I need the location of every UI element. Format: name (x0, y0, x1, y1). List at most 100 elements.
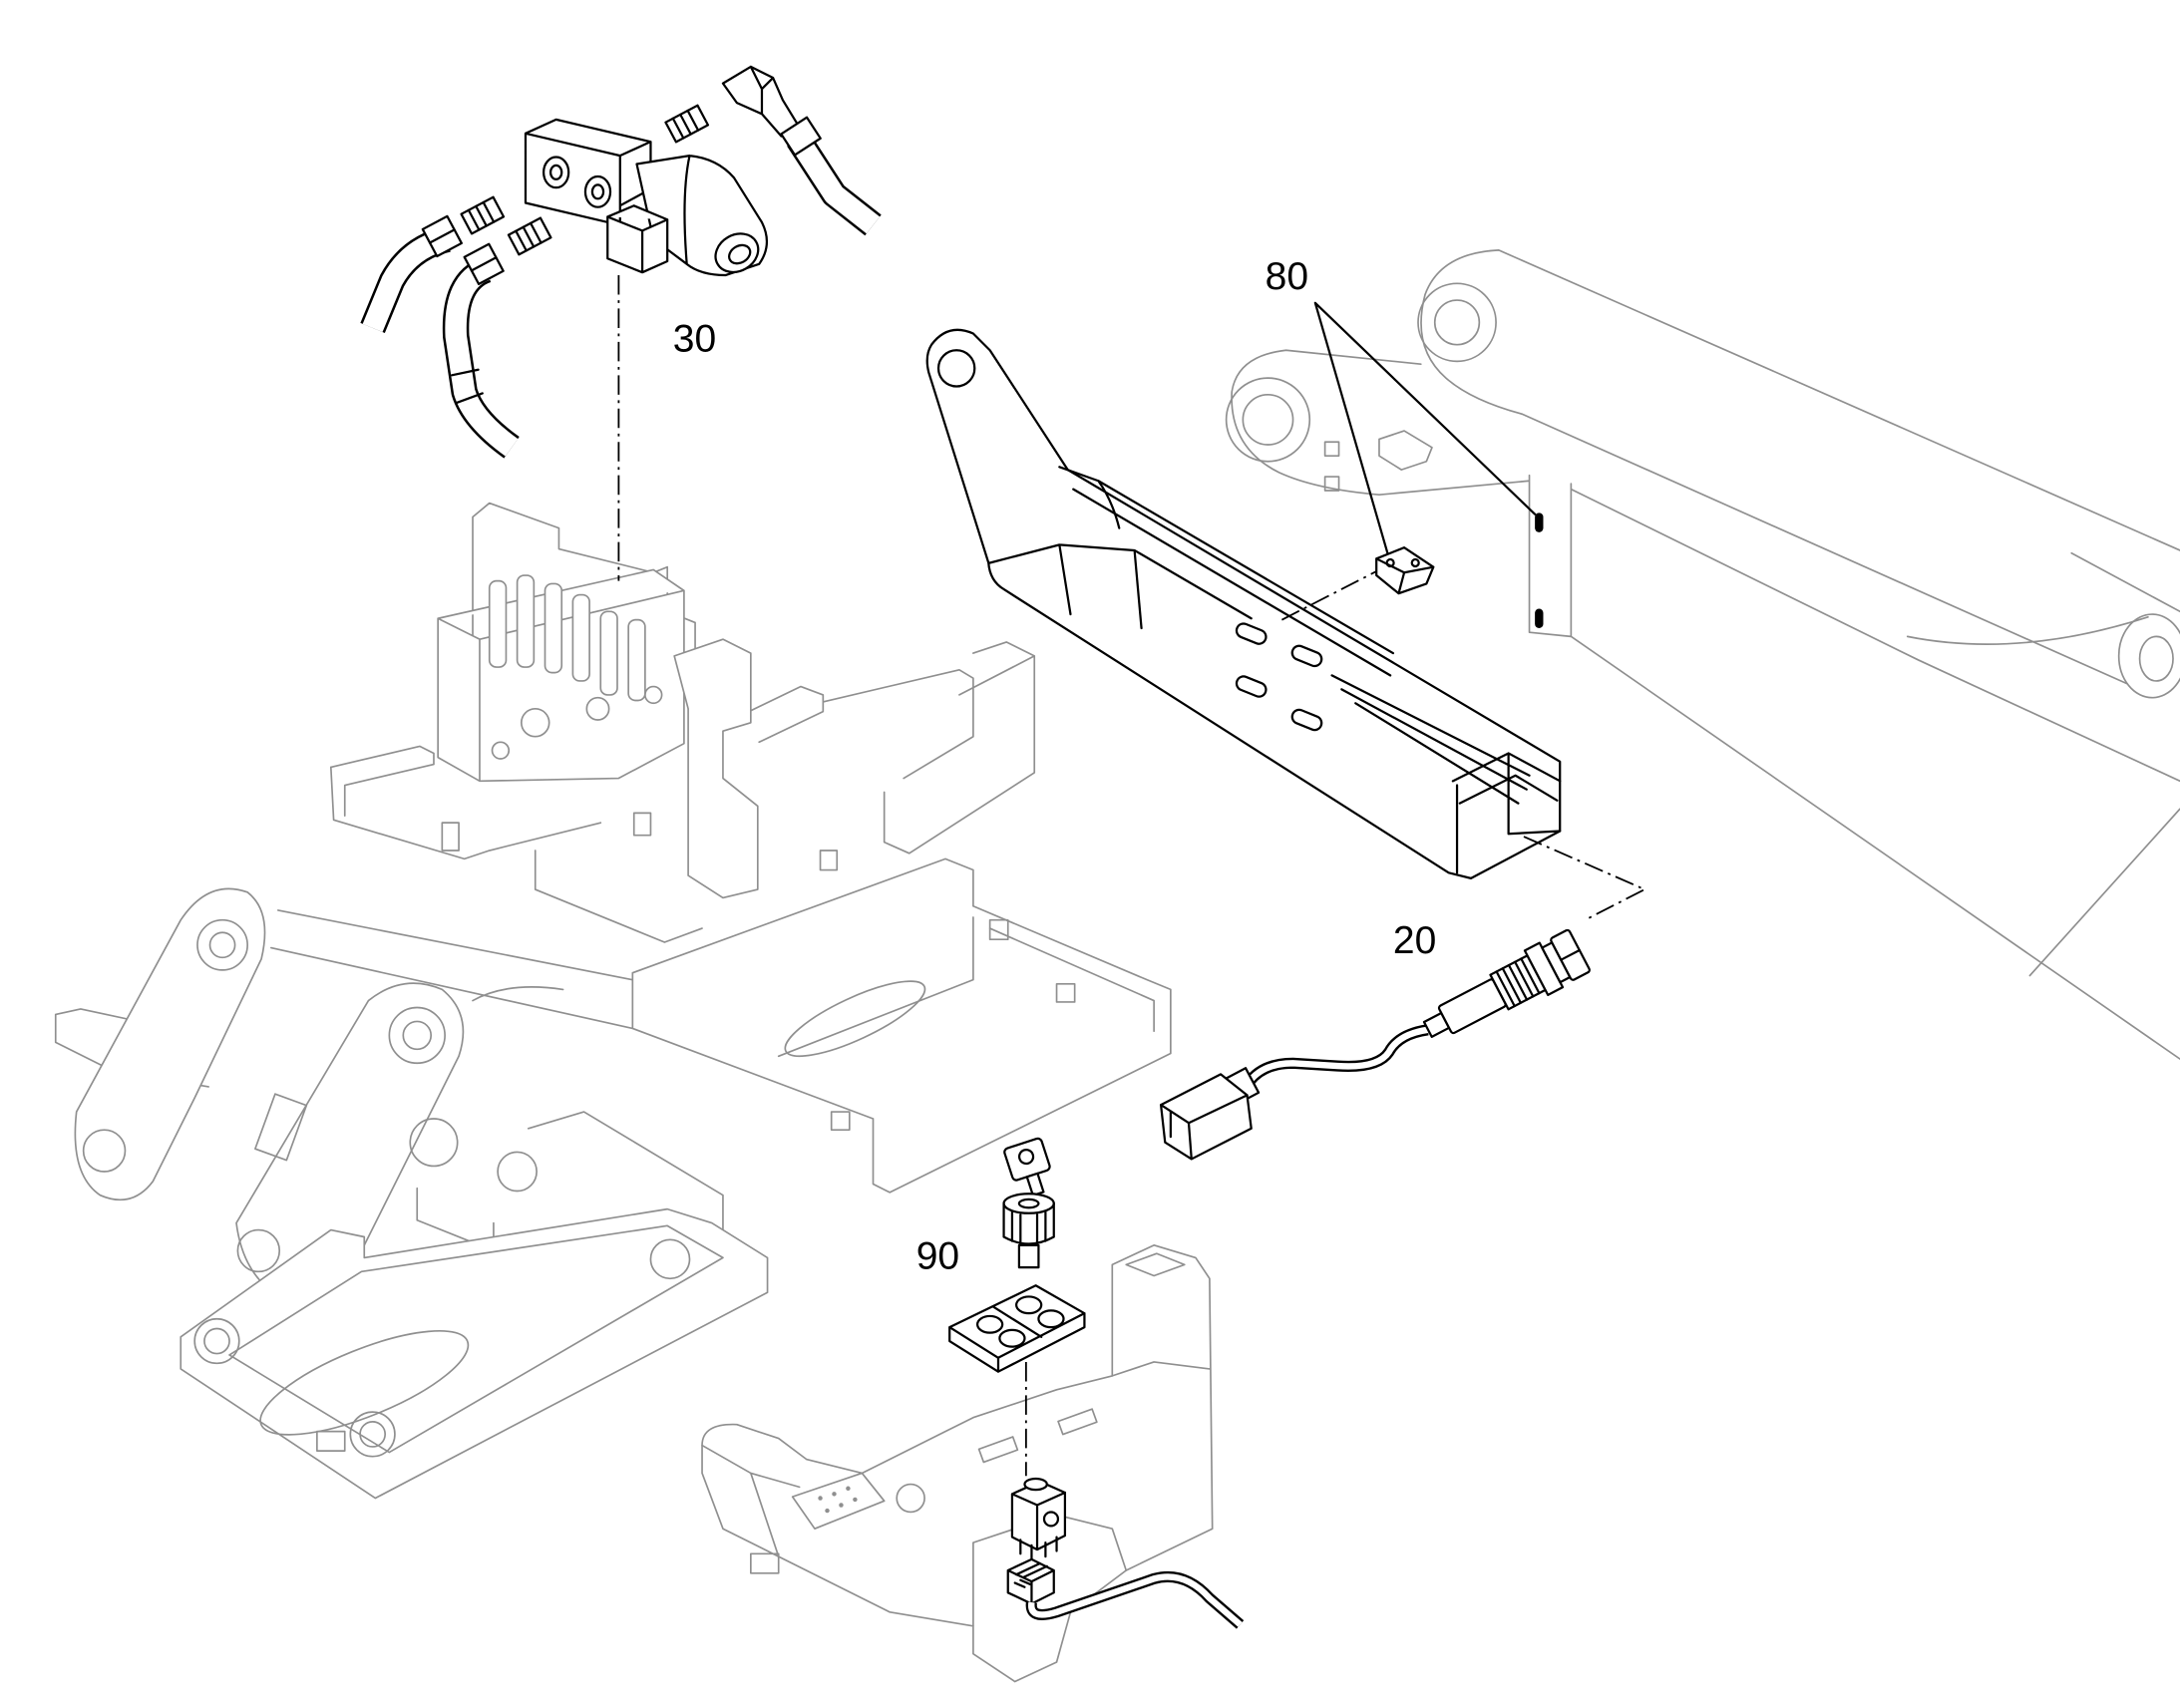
fitting-left-body (460, 195, 506, 235)
key-ring-hole (1017, 1148, 1035, 1166)
bracket-eye (936, 349, 976, 388)
callout-80-leader-lines (1313, 301, 1537, 554)
control-valve-spool-1 (488, 579, 508, 668)
bracket-slot-2 (1290, 644, 1323, 668)
rocker-switch-pins (1019, 1536, 1058, 1560)
bracket-to-sensor-line (1523, 836, 1647, 921)
hose-middle-band (450, 368, 484, 405)
boom-mounted-connector (1378, 430, 1433, 471)
control-valve-spool-4 (571, 593, 590, 682)
key-plate-hole-3 (998, 1328, 1026, 1348)
key-head (1003, 1137, 1051, 1182)
undercarriage-mount-1 (193, 1317, 240, 1365)
hose-middle-nut (463, 242, 505, 286)
fitting-middle-body (507, 216, 552, 256)
callout-20: 20 (1393, 919, 1436, 962)
console-vent-hole (818, 1496, 823, 1501)
frame-middle-body (270, 850, 1172, 1194)
key-mount-plate (948, 1284, 1086, 1373)
frame-tab-3 (988, 918, 1009, 941)
control-valve-body (437, 568, 685, 783)
undercarriage-inner (228, 1224, 724, 1454)
bracket-plate (925, 328, 1562, 880)
valve-port-right (583, 174, 612, 208)
callout-80: 80 (1266, 255, 1308, 298)
harness-cable-inner (1028, 1573, 1243, 1627)
control-valve-port-1 (520, 708, 550, 738)
console-vent-hole (832, 1492, 837, 1497)
boom-front-eye (2117, 613, 2180, 699)
console-vent-hole (846, 1486, 851, 1492)
connector-80-hole-1 (1385, 557, 1395, 568)
frame-tab-4 (1055, 982, 1076, 1003)
undercarriage-cutout (259, 1329, 470, 1436)
control-valve-port-2 (585, 696, 610, 721)
sensor-plug (1159, 1073, 1253, 1161)
key-plate-hole-4 (1037, 1309, 1065, 1329)
undercarriage-mount-2-inner (359, 1421, 387, 1448)
frame-mount-plate-rear-hole-top (196, 918, 248, 971)
key-barrel-stem (1017, 1243, 1040, 1269)
hose-right-ferrule (780, 116, 822, 157)
undercarriage-mount-2 (349, 1411, 396, 1458)
key-plate-hole-1 (975, 1314, 1004, 1334)
bracket-slot-1 (1235, 622, 1268, 645)
console-body (701, 1244, 1214, 1683)
boom-tab-lower (1323, 476, 1340, 492)
ignition-key (1003, 1137, 1051, 1197)
frame-mount-plate-rear-hole-bottom (82, 1129, 127, 1173)
solenoid-valve-assembly: 30 (360, 65, 882, 581)
hose-left-nut-flat (428, 228, 456, 244)
frame-access-panel (254, 1093, 308, 1162)
sensor-20: 20 (1159, 919, 1591, 1161)
operator-console (701, 1244, 1214, 1683)
control-valve-port-3 (491, 741, 511, 760)
hose-middle-inner (445, 259, 519, 457)
sensor-body (1422, 928, 1591, 1038)
boom-upper-plate (1420, 249, 2180, 685)
frame-mount-plate-rear (74, 887, 266, 1201)
sensor-head-flat (1560, 948, 1581, 961)
frame-upper-right-beam (719, 641, 1036, 854)
fitting-middle (507, 216, 552, 256)
key-blade (1025, 1172, 1045, 1197)
key-switch-90: 90 (916, 1137, 1245, 1629)
console-dial (896, 1483, 925, 1514)
frame-oval-cutout (784, 980, 926, 1058)
undercarriage-frame (180, 1207, 769, 1500)
sensor-cable-inner (1243, 1026, 1429, 1089)
connector-80: 80 (1266, 255, 1537, 595)
boom-lower-eye (1225, 377, 1311, 463)
boom-lower-eye-bore (1242, 394, 1294, 446)
valve-port-right-bore (590, 183, 605, 200)
console-vent-hole (853, 1497, 858, 1503)
chassis-frame-context (54, 641, 1172, 1500)
control-valve-side-window (632, 812, 652, 837)
boom-upper-eye-bore (1433, 299, 1481, 346)
boom-front-eye-bore (2138, 635, 2174, 682)
frame-tab-6 (316, 1430, 346, 1452)
valve-block (524, 118, 652, 226)
console-perforated-panel (791, 1472, 886, 1531)
bracket-flange (988, 466, 1395, 677)
key-barrel-slot (1017, 1197, 1040, 1209)
frame-mount-plate-front-hole-middle (409, 1118, 459, 1168)
control-valve-port-4 (644, 685, 663, 705)
key-barrel (1002, 1201, 1055, 1245)
key-barrel-top (1002, 1193, 1055, 1214)
key-plate-hole-2 (1014, 1295, 1043, 1315)
connector-80-hole-2 (1410, 557, 1420, 568)
solenoid-end-nut (728, 243, 752, 265)
boom-lower-plate (1231, 349, 2180, 1060)
control-valve-spool-2 (516, 574, 536, 668)
sensor-bracket (925, 328, 1647, 921)
hose-right-inner (789, 133, 881, 234)
boom-slot-upper (1535, 512, 1544, 532)
elbow-fitting (721, 65, 800, 138)
rocker-switch-button (1023, 1477, 1048, 1492)
sensor-thread-lines (1495, 957, 1541, 1008)
console-cover-slot (749, 1552, 780, 1574)
harness-plug-grid (1013, 1561, 1048, 1588)
undercarriage-mount-1-inner (203, 1327, 230, 1355)
